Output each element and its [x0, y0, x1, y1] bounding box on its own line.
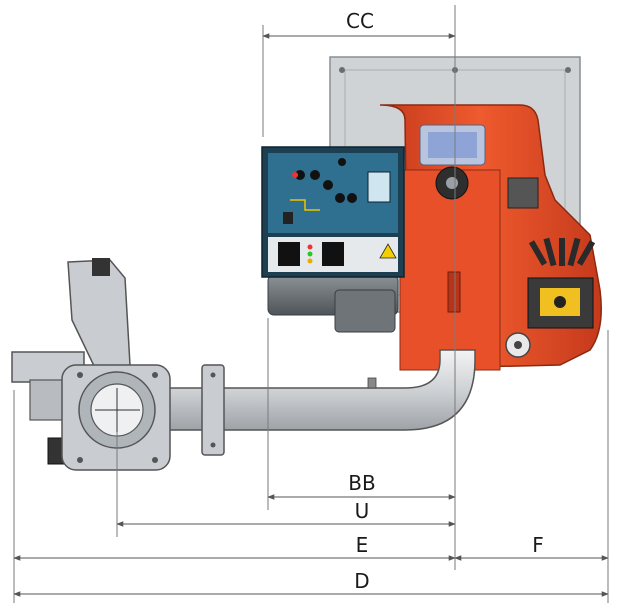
elbow-pipe: [164, 349, 476, 431]
dimension-label-cc: CC: [346, 9, 374, 33]
flange: [201, 364, 225, 456]
dimension-lines: [13, 33, 609, 597]
burner-body: [379, 104, 602, 371]
dimension-label-u: U: [355, 499, 370, 523]
dimension-label-d: D: [354, 569, 369, 593]
motor: [267, 274, 399, 333]
reference-lines: [13, 5, 609, 603]
dimension-label-bb: BB: [348, 471, 375, 495]
dimension-label-f: F: [532, 533, 544, 557]
dimension-label-e: E: [356, 533, 369, 557]
gas-valve: [11, 258, 171, 471]
control-panel: [261, 146, 405, 278]
